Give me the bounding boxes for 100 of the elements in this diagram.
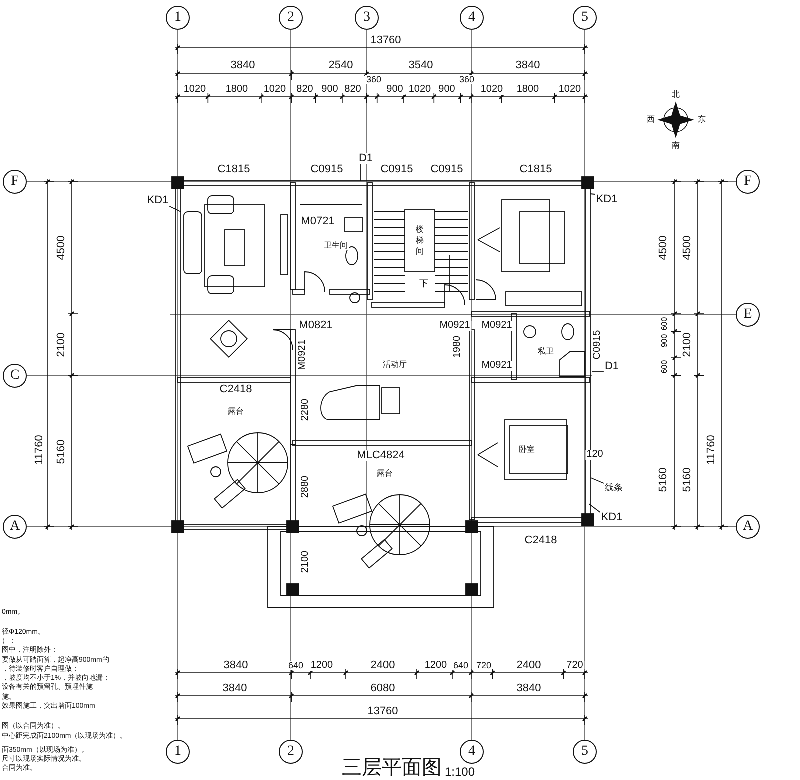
door-window-tag: 下: [418, 280, 430, 288]
dimension-text: 11760: [34, 435, 46, 465]
axis-label: F: [736, 170, 760, 194]
dimension-text: 3840: [514, 60, 542, 72]
dimension-text: 1020: [408, 85, 432, 95]
room-label: 私卫: [537, 348, 555, 356]
compass-letter: 东: [698, 116, 706, 124]
dimension-text: 900: [386, 85, 404, 95]
dimension-text: 11760: [706, 435, 718, 465]
compass-letter: 南: [672, 142, 680, 150]
dimension-text: 1200: [424, 661, 448, 671]
dimension-text: 1980: [453, 336, 463, 358]
axis-label: 4: [460, 740, 484, 764]
drawing-title: 三层平面图: [342, 758, 442, 778]
door-window-tag: M0921: [438, 321, 472, 331]
leader-line: [588, 504, 601, 513]
axis-label: 2: [279, 740, 303, 764]
dimension-text: 1800: [516, 85, 540, 95]
room-label: 楼梯间: [415, 224, 425, 258]
room-label: 露台: [227, 408, 245, 416]
compass-letter: 北: [672, 91, 680, 99]
door-window-tag: C0915: [430, 164, 464, 176]
dimension-text: 3840: [516, 684, 542, 694]
dimension-text: 3840: [222, 684, 248, 694]
axis-label: C: [3, 364, 27, 388]
tag-label: D1: [358, 154, 374, 164]
axis-label: 1: [166, 740, 190, 764]
dimension-text: 5160: [682, 468, 694, 492]
dimension-text: 2280: [301, 398, 311, 422]
tag-label: KD1: [146, 196, 170, 206]
tag-label: D1: [604, 362, 620, 372]
dimension-text: 2100: [56, 332, 68, 358]
dimension-text: 5160: [56, 440, 68, 464]
door-window-tag: C0915: [380, 164, 414, 176]
dimension-text: 4500: [658, 236, 670, 260]
dimension-text: 1020: [262, 85, 288, 95]
compass-letter: 西: [647, 116, 655, 124]
dimension-text: 2100: [682, 332, 694, 358]
dimension-text: 3840: [230, 60, 256, 72]
dimension-text: 360: [365, 76, 383, 84]
dimension-text: 2880: [301, 476, 311, 498]
scale-text: 1:100: [444, 766, 476, 778]
room-label: 露台: [376, 470, 394, 478]
door-window-tag: M0921: [480, 321, 514, 331]
axis-label: F: [3, 170, 27, 194]
leader-line: [169, 206, 182, 212]
dimension-text: 820: [344, 85, 362, 95]
dimension-text: 4500: [56, 236, 68, 260]
leader-line: [360, 164, 362, 182]
dimension-text: 720: [475, 662, 493, 670]
dimension-text: 1800: [224, 85, 250, 95]
door-window-tag: C1815: [216, 164, 252, 176]
leader-line: [590, 478, 604, 484]
dimension-text: 6080: [370, 684, 396, 694]
axis-label: 5: [573, 740, 597, 764]
axis-label: A: [3, 515, 27, 539]
dimension-text: 2400: [370, 660, 396, 672]
dimension-text: 2540: [328, 60, 354, 72]
tag-label: KD1: [595, 194, 619, 206]
axis-label: E: [736, 303, 760, 327]
dimension-text: 600: [661, 360, 669, 374]
dimension-text: 900: [438, 85, 456, 95]
dimension-text: 120: [586, 450, 604, 460]
dimension-text: 3840: [222, 660, 250, 672]
door-window-tag: M0921: [298, 340, 308, 370]
dimension-text: 2400: [516, 660, 542, 672]
dimension-text: 360: [458, 76, 476, 84]
axis-label: 3: [355, 6, 379, 30]
dimension-text: 720: [566, 661, 584, 671]
dimension-text: 3540: [408, 60, 434, 72]
tag-label: 线条: [604, 484, 624, 492]
door-window-tag: C0915: [310, 164, 344, 176]
axis-label: A: [736, 515, 760, 539]
leader-line: [590, 194, 596, 195]
axis-label: 2: [279, 6, 303, 30]
dimension-text: 1200: [310, 661, 334, 671]
room-label: 活动厅: [382, 361, 408, 369]
dimension-text: 640: [452, 662, 470, 670]
door-window-tag: MLC4824: [356, 450, 406, 462]
dimension-text: 900: [661, 334, 669, 348]
room-label: 卧室: [518, 446, 536, 454]
dimension-text: 4500: [682, 236, 694, 260]
dimension-text: 1020: [182, 85, 208, 95]
dimension-text: 820: [296, 85, 314, 95]
door-window-tag: M0721: [300, 216, 336, 228]
dimension-text: 2100: [301, 550, 311, 574]
dimension-text: 900: [320, 85, 340, 95]
dimension-text: 5160: [658, 468, 670, 492]
door-window-tag: C2418: [524, 536, 558, 546]
tag-label: KD1: [600, 512, 624, 524]
door-window-tag: C2418: [218, 384, 254, 396]
dimension-text: 1020: [558, 85, 582, 95]
axis-label: 4: [460, 6, 484, 30]
dimension-text: 1020: [480, 85, 504, 95]
dimension-text: 13760: [366, 706, 400, 718]
axis-label: 1: [166, 6, 190, 30]
axis-label: 5: [573, 6, 597, 30]
door-window-tag: M0921: [480, 361, 514, 371]
room-label: 卫生间: [323, 242, 349, 250]
door-window-tag: C0915: [593, 330, 603, 360]
